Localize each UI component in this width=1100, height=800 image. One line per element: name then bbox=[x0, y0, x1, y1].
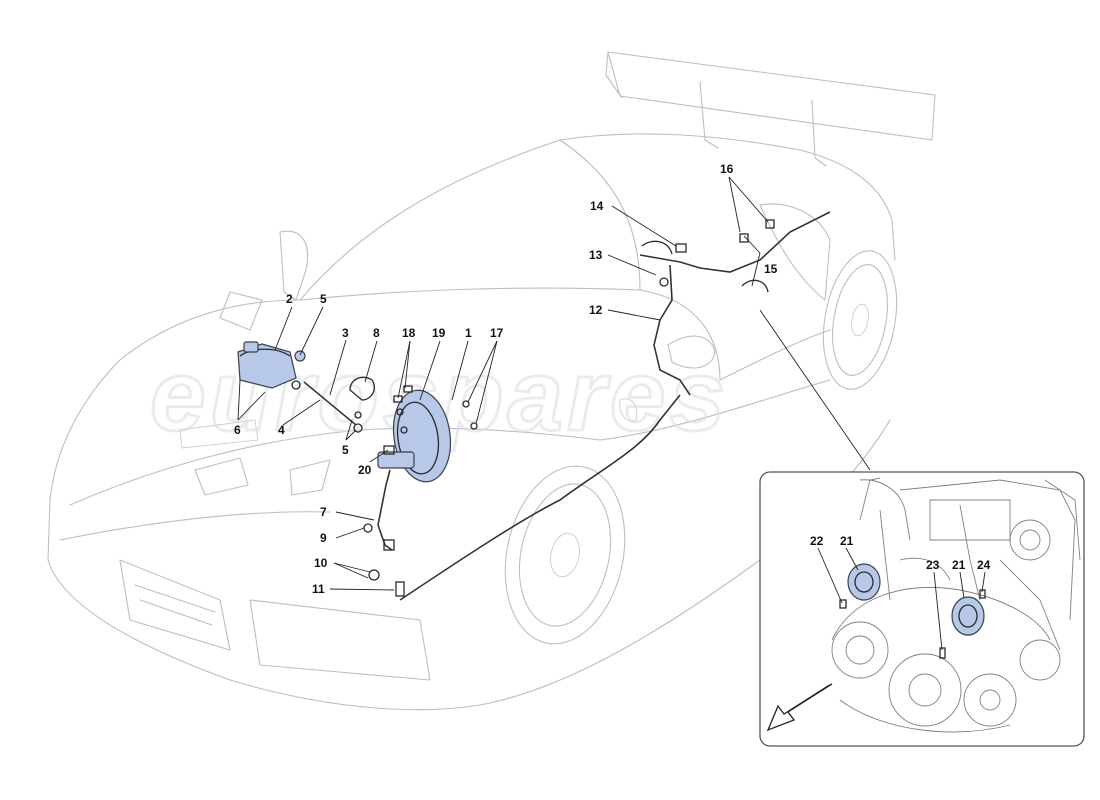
callout-21-right: 21 bbox=[952, 558, 966, 572]
callout-6: 6 bbox=[234, 423, 241, 437]
callout-21: 21 bbox=[840, 534, 854, 548]
callout-9: 9 bbox=[320, 531, 327, 545]
callout-18: 18 bbox=[402, 326, 416, 340]
callout-22: 22 bbox=[810, 534, 824, 548]
car-outline bbox=[47, 51, 936, 711]
callout-15: 15 bbox=[764, 262, 778, 276]
callout-16: 16 bbox=[720, 162, 734, 176]
callout-13: 13 bbox=[589, 248, 603, 262]
callout-5: 5 bbox=[320, 292, 327, 306]
callout-5-lower: 5 bbox=[342, 443, 349, 457]
callout-1: 1 bbox=[465, 326, 472, 340]
callout-3: 3 bbox=[342, 326, 349, 340]
callout-2: 2 bbox=[286, 292, 293, 306]
engine-inset bbox=[759, 471, 1085, 747]
callout-23: 23 bbox=[926, 558, 940, 572]
leader-lines bbox=[237, 176, 871, 591]
brake-parts bbox=[237, 211, 831, 601]
callout-8: 8 bbox=[373, 326, 380, 340]
callout-12: 12 bbox=[589, 303, 603, 317]
callout-19: 19 bbox=[432, 326, 446, 340]
callout-14: 14 bbox=[590, 199, 604, 213]
callout-labels: 2 5 3 8 18 19 1 17 6 4 5 20 7 9 10 11 14… bbox=[234, 162, 991, 596]
brake-booster bbox=[377, 389, 452, 483]
callout-20: 20 bbox=[358, 463, 372, 477]
fluid-reservoir bbox=[237, 341, 306, 390]
callout-10: 10 bbox=[314, 556, 328, 570]
callout-11: 11 bbox=[312, 582, 325, 596]
callout-7: 7 bbox=[320, 505, 327, 519]
callout-24: 24 bbox=[977, 558, 991, 572]
callout-17: 17 bbox=[490, 326, 504, 340]
callout-4: 4 bbox=[278, 423, 285, 437]
